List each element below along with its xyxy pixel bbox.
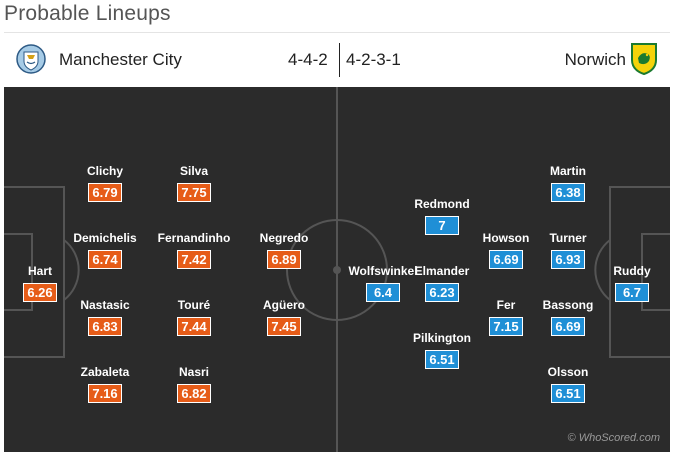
player-rating: 6.4 xyxy=(366,283,400,302)
player-rating: 6.74 xyxy=(88,250,122,269)
formation-divider xyxy=(339,43,340,77)
player-rating: 6.69 xyxy=(551,317,585,336)
home-player-aguero[interactable]: Agüero 7.45 xyxy=(244,298,324,336)
player-name: Ruddy xyxy=(613,264,651,278)
player-rating: 6.26 xyxy=(23,283,57,302)
player-name: Redmond xyxy=(414,197,470,211)
player-rating: 7.42 xyxy=(177,250,211,269)
away-player-turner[interactable]: Turner 6.93 xyxy=(528,231,608,269)
player-name: Hart xyxy=(27,264,52,278)
player-name: Zabaleta xyxy=(80,365,130,379)
player-name: Pilkington xyxy=(413,331,471,345)
player-name: Elmander xyxy=(414,264,470,278)
away-player-olsson[interactable]: Olsson 6.51 xyxy=(528,365,608,403)
player-name: Demichelis xyxy=(73,231,137,245)
player-rating: 6.83 xyxy=(88,317,122,336)
home-team-name: Manchester City xyxy=(59,50,182,69)
player-name: Clichy xyxy=(86,164,123,178)
pitch-markings xyxy=(4,87,670,452)
home-player-nasri[interactable]: Nasri 6.82 xyxy=(154,365,234,403)
home-player-hart[interactable]: Hart 6.26 xyxy=(4,264,80,302)
away-player-redmond[interactable]: Redmond 7 xyxy=(402,197,482,235)
away-player-martin[interactable]: Martin 6.38 xyxy=(528,164,608,202)
player-name: Wolfswinkel xyxy=(348,264,418,278)
home-player-toure[interactable]: Touré 7.44 xyxy=(154,298,234,336)
away-formation: 4-2-3-1 xyxy=(346,50,401,69)
player-rating: 7.75 xyxy=(177,183,211,202)
player-name: Fer xyxy=(496,298,516,312)
player-rating: 6.7 xyxy=(615,283,649,302)
player-rating: 7.45 xyxy=(267,317,301,336)
player-name: Negredo xyxy=(259,231,309,245)
away-player-wolfswinkel[interactable]: Wolfswinkel 6.4 xyxy=(343,264,423,302)
away-player-howson[interactable]: Howson 6.69 xyxy=(466,231,546,269)
player-rating: 6.89 xyxy=(267,250,301,269)
player-rating: 6.69 xyxy=(489,250,523,269)
home-player-zabaleta[interactable]: Zabaleta 7.16 xyxy=(65,365,145,403)
player-rating: 6.79 xyxy=(88,183,122,202)
match-header: Manchester City 4-4-2 4-2-3-1 Norwich xyxy=(4,32,670,88)
player-rating: 7.15 xyxy=(489,317,523,336)
player-rating: 7.16 xyxy=(88,384,122,403)
player-rating: 6.38 xyxy=(551,183,585,202)
home-player-negredo[interactable]: Negredo 6.89 xyxy=(244,231,324,269)
player-rating: 6.93 xyxy=(551,250,585,269)
player-rating: 7.44 xyxy=(177,317,211,336)
away-player-fer[interactable]: Fer 7.15 xyxy=(466,298,546,336)
home-player-nastasic[interactable]: Nastasic 6.83 xyxy=(65,298,145,336)
pitch: Hart 6.26 Clichy 6.79 Demichelis 6.74 Na… xyxy=(4,87,670,452)
player-name: Agüero xyxy=(263,298,305,312)
away-player-bassong[interactable]: Bassong 6.69 xyxy=(528,298,608,336)
player-name: Howson xyxy=(482,231,530,245)
away-player-ruddy[interactable]: Ruddy 6.7 xyxy=(592,264,670,302)
player-name: Fernandinho xyxy=(157,231,231,245)
watermark: © WhoScored.com xyxy=(567,432,660,444)
away-player-elmander[interactable]: Elmander 6.23 xyxy=(402,264,482,302)
home-player-fernandinho[interactable]: Fernandinho 7.42 xyxy=(154,231,234,269)
player-rating: 6.23 xyxy=(425,283,459,302)
player-name: Nastasic xyxy=(80,298,130,312)
player-rating: 6.82 xyxy=(177,384,211,403)
player-name: Touré xyxy=(177,298,211,312)
home-formation: 4-4-2 xyxy=(288,50,328,69)
away-player-pilkington[interactable]: Pilkington 6.51 xyxy=(402,331,482,369)
home-player-demichelis[interactable]: Demichelis 6.74 xyxy=(65,231,145,269)
player-name: Silva xyxy=(179,164,209,178)
away-team-name: Norwich xyxy=(564,50,626,69)
player-rating: 7 xyxy=(425,216,459,235)
player-name: Nasri xyxy=(178,365,210,379)
page-title: Probable Lineups xyxy=(4,2,171,25)
home-player-silva[interactable]: Silva 7.75 xyxy=(154,164,234,202)
player-name: Bassong xyxy=(542,298,594,312)
player-name: Martin xyxy=(550,164,586,178)
norwich-canary-crest-icon xyxy=(631,43,657,76)
manchester-city-crest-icon xyxy=(16,44,46,74)
home-player-clichy[interactable]: Clichy 6.79 xyxy=(65,164,145,202)
player-rating: 6.51 xyxy=(551,384,585,403)
player-name: Turner xyxy=(549,231,587,245)
player-rating: 6.51 xyxy=(425,350,459,369)
player-name: Olsson xyxy=(547,365,589,379)
